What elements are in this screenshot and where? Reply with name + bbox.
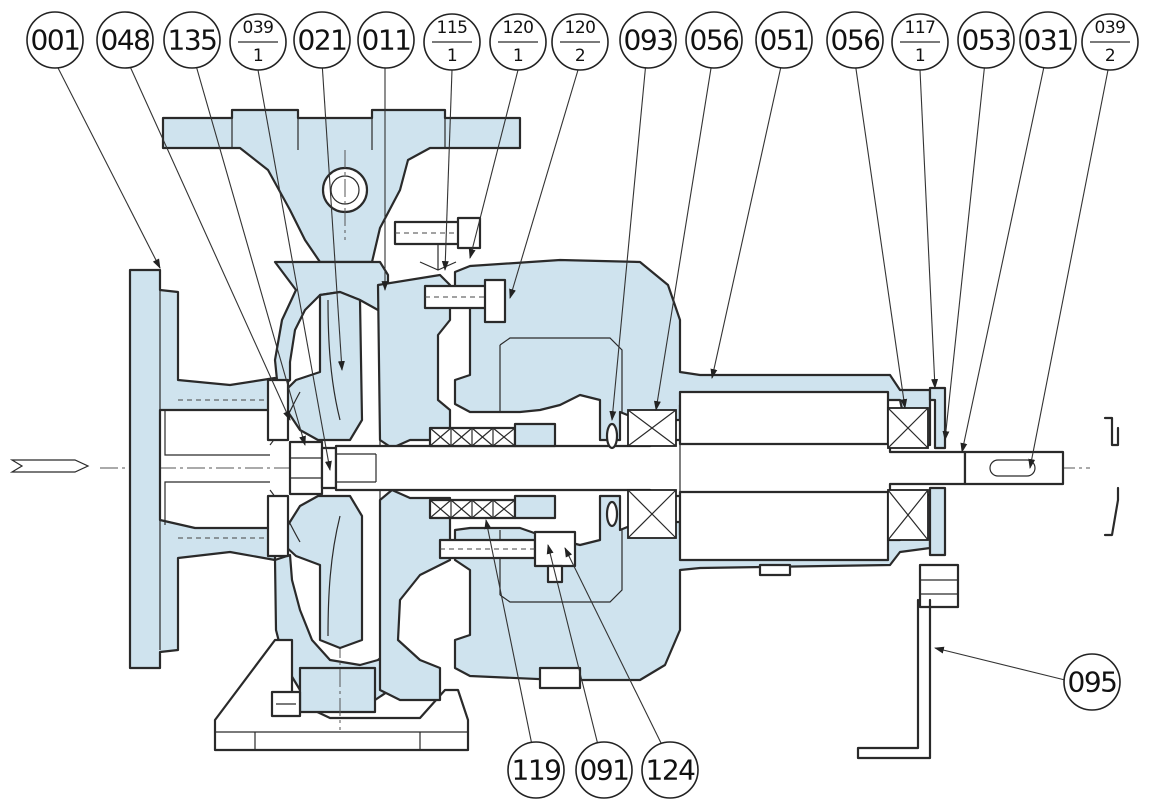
foot-bolt <box>918 563 960 609</box>
callout-039-2-num: 039 <box>1095 18 1126 38</box>
callout-120-2: 120 2 <box>551 13 609 71</box>
pump-casing <box>161 108 522 752</box>
coupling-indicator <box>1103 416 1120 537</box>
inboard-bearing <box>627 409 677 539</box>
callout-117-1: 117 1 <box>891 13 949 71</box>
callout-011-text: 011 <box>362 24 411 57</box>
impeller <box>266 290 364 650</box>
callout-135-text: 135 <box>168 24 217 57</box>
callout-021: 021 <box>293 11 351 69</box>
callout-119-text: 119 <box>512 754 561 787</box>
callout-091: 091 <box>575 741 633 799</box>
bearing-housing <box>678 390 890 562</box>
callout-093: 093 <box>619 11 677 69</box>
callout-095: 095 <box>1063 653 1121 711</box>
drawing-body <box>9 108 1120 760</box>
outboard-bearing <box>887 407 929 541</box>
callout-039-1-num: 039 <box>243 18 274 38</box>
callout-051-text: 051 <box>760 24 809 57</box>
callout-124-text: 124 <box>646 754 696 787</box>
callout-117-1-den: 1 <box>915 46 925 66</box>
callout-120-2-den: 2 <box>575 46 585 66</box>
shaft <box>334 438 1065 498</box>
suction-flange <box>128 268 277 670</box>
callout-093-text: 093 <box>624 24 673 57</box>
callout-053: 053 <box>957 11 1015 69</box>
callout-115-1-den: 1 <box>447 46 457 66</box>
callout-120-1-den: 1 <box>513 46 523 66</box>
callout-021-text: 021 <box>298 24 347 57</box>
callout-095-text: 095 <box>1068 666 1117 699</box>
callout-056-b: 056 <box>826 11 884 69</box>
callout-120-2-num: 120 <box>565 18 596 38</box>
callout-056-a: 056 <box>685 11 743 69</box>
impeller-nut <box>288 440 338 496</box>
callout-051: 051 <box>755 11 813 69</box>
callout-048-text: 048 <box>101 24 150 57</box>
callout-039-2: 039 2 <box>1081 13 1139 71</box>
callout-120-1-num: 120 <box>503 18 534 38</box>
shaft-packing <box>428 422 557 520</box>
callout-bubbles: 001 048 135 039 1 021 011 115 1 <box>26 11 1139 799</box>
callout-039-1: 039 1 <box>229 13 287 71</box>
callout-039-1-den: 1 <box>253 46 263 66</box>
callout-056-b-text: 056 <box>831 24 881 57</box>
callout-115-1: 115 1 <box>423 13 481 71</box>
callout-115-1-num: 115 <box>437 18 468 38</box>
callout-124: 124 <box>641 741 699 799</box>
callout-048: 048 <box>96 11 154 69</box>
inlet-flow-arrow <box>9 459 90 473</box>
casing-studs <box>393 216 507 324</box>
callout-001: 001 <box>26 11 84 69</box>
thrower <box>605 422 619 528</box>
callout-039-2-den: 2 <box>1105 46 1115 66</box>
callout-135: 135 <box>163 11 221 69</box>
callout-056-a-text: 056 <box>690 24 740 57</box>
callout-117-1-num: 117 <box>905 18 936 38</box>
support-foot <box>856 598 932 760</box>
callout-091-text: 091 <box>580 754 629 787</box>
callout-011: 011 <box>357 11 415 69</box>
callout-031-text: 031 <box>1024 24 1073 57</box>
callout-053-text: 053 <box>962 24 1011 57</box>
callout-119: 119 <box>507 741 565 799</box>
callout-120-1: 120 1 <box>489 13 547 71</box>
bearing-end-cover <box>928 386 947 557</box>
callout-001-text: 001 <box>31 24 80 57</box>
callout-031: 031 <box>1019 11 1077 69</box>
leader-lines <box>54 61 1109 746</box>
